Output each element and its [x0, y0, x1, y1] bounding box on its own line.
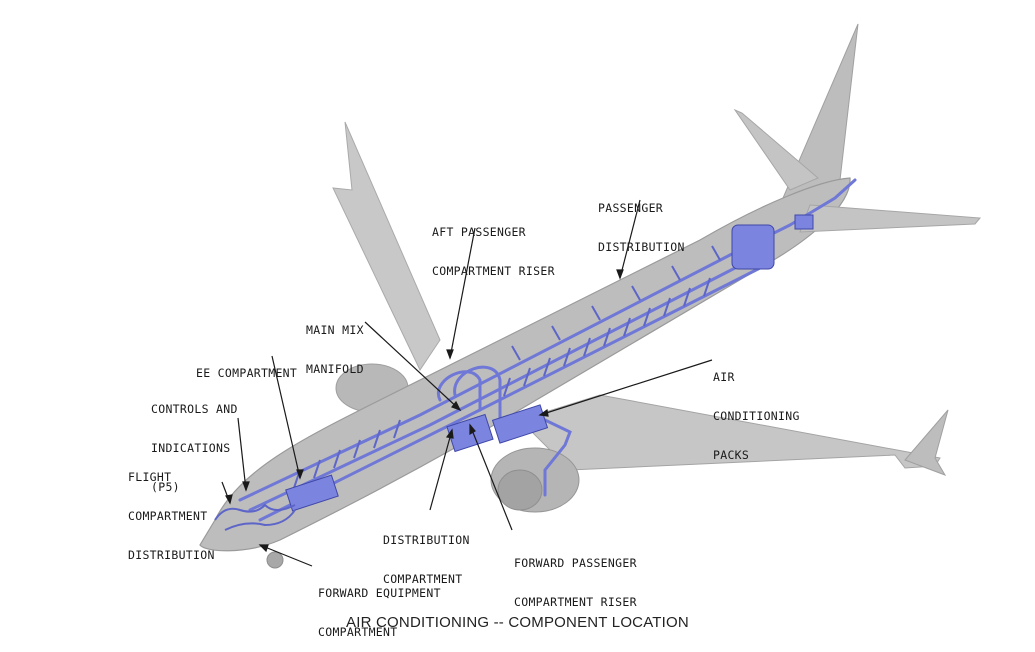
ee-compartment-unit [285, 474, 339, 512]
callout-line: EE COMPARTMENT [196, 366, 298, 380]
callout-line: MANIFOLD [306, 362, 364, 376]
callout-main-mix-manifold: MAIN MIX MANIFOLD [306, 298, 364, 389]
left-horizontal-stabilizer [733, 108, 819, 191]
right-winglet [904, 409, 949, 476]
callout-distribution-compartment: DISTRIBUTION COMPARTMENT [383, 508, 470, 599]
callout-line: CONDITIONING [713, 409, 800, 423]
callout-line: DISTRIBUTION [128, 548, 215, 562]
callout-line: INDICATIONS [151, 441, 231, 455]
callout-line: CONTROLS AND [151, 402, 238, 416]
callout-line: FORWARD EQUIPMENT [318, 586, 441, 600]
callout-line: AIR [713, 370, 735, 384]
right-wing [519, 394, 941, 471]
callout-flight-compartment-distribution: FLIGHT COMPARTMENT DISTRIBUTION [128, 445, 215, 575]
aft-unit [731, 224, 775, 270]
flight-compartment-ducts [214, 503, 296, 531]
tail-unit [794, 214, 814, 230]
branch-ducts [293, 245, 721, 489]
callout-controls-and-indications: CONTROLS AND INDICATIONS (P5) [151, 377, 238, 507]
leader-lines [221, 199, 713, 567]
callout-line: AFT PASSENGER [432, 225, 526, 239]
callout-line: COMPARTMENT [383, 572, 463, 586]
callout-line: COMPARTMENT [128, 509, 208, 523]
nose-gear [266, 551, 284, 569]
callout-line: COMPARTMENT RISER [514, 595, 637, 609]
callout-line: COMPARTMENT [318, 625, 398, 639]
callout-line: (P5) [151, 480, 180, 494]
callout-aft-passenger-compartment-riser: AFT PASSENGER COMPARTMENT RISER [432, 200, 555, 291]
callout-line: PACKS [713, 448, 750, 462]
callout-line: COMPARTMENT RISER [432, 264, 555, 278]
callout-forward-passenger-compartment-riser: FORWARD PASSENGER COMPARTMENT RISER [514, 531, 637, 622]
right-engine-inlet [497, 469, 543, 511]
callout-line: FLIGHT [128, 470, 172, 484]
callout-forward-equipment-compartment: FORWARD EQUIPMENT COMPARTMENT [318, 561, 441, 652]
callout-line: PASSENGER [598, 201, 664, 215]
callout-line: DISTRIBUTION [598, 240, 685, 254]
right-horizontal-stabilizer [799, 204, 982, 233]
callout-line: MAIN MIX [306, 323, 364, 337]
callout-line: DISTRIBUTION [383, 533, 470, 547]
left-wing [332, 121, 441, 372]
callout-air-conditioning-packs: AIR CONDITIONING PACKS [713, 345, 800, 475]
figure-caption: AIR CONDITIONING -- COMPONENT LOCATION [346, 614, 689, 631]
callout-passenger-distribution: PASSENGER DISTRIBUTION [598, 176, 685, 267]
callout-ee-compartment: EE COMPARTMENT [196, 341, 297, 393]
packs-unit [491, 404, 549, 444]
callout-line: FORWARD PASSENGER [514, 556, 637, 570]
